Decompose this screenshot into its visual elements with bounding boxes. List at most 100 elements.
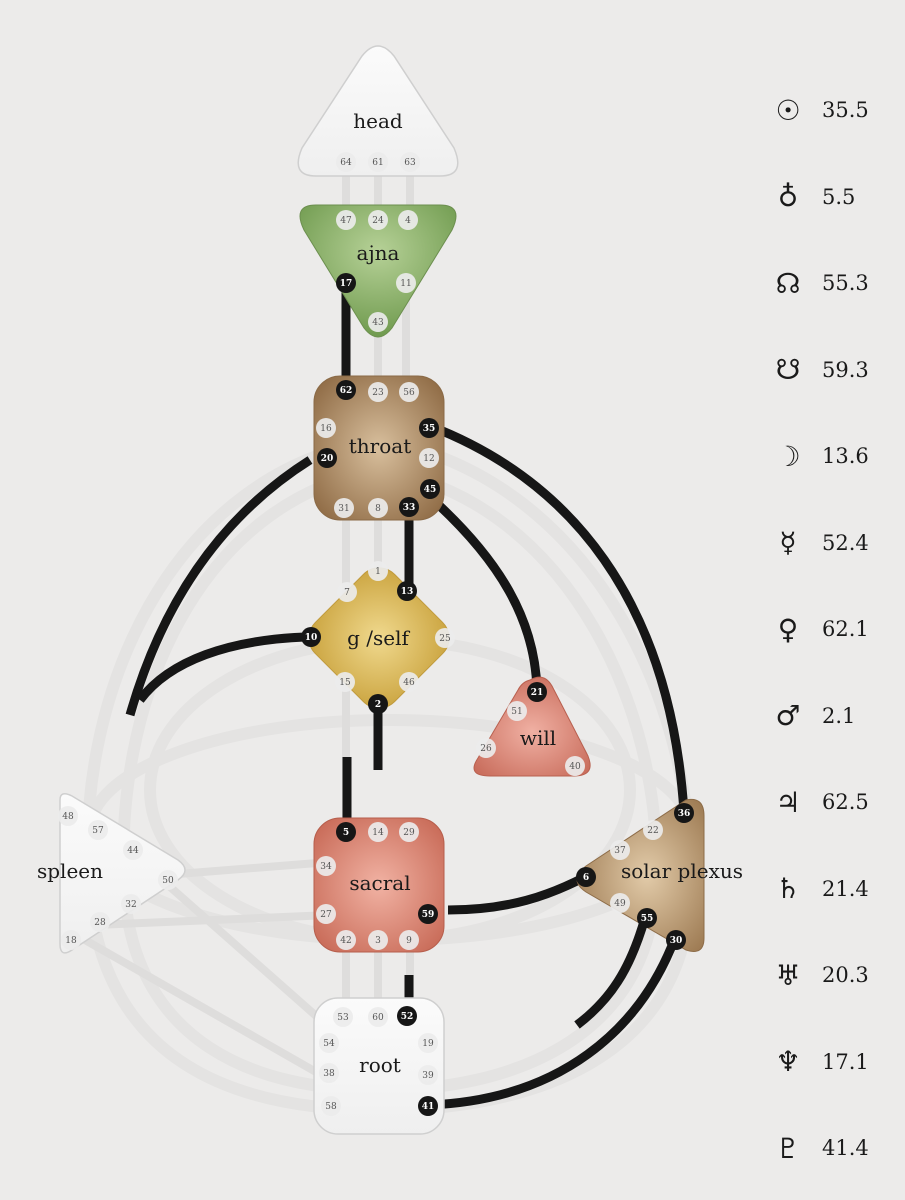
gate-50[interactable] [158,870,178,890]
gate-21-active[interactable] [527,682,547,702]
gate-45-active[interactable] [420,479,440,499]
gate-35-active[interactable] [419,418,439,438]
gate-64[interactable] [336,152,356,172]
gate-62-active[interactable] [336,380,356,400]
gate-37[interactable] [610,840,630,860]
gate-61[interactable] [368,152,388,172]
solar-plexus-center[interactable]: solar plexus [576,798,743,952]
gate-11[interactable] [396,273,416,293]
gate-24[interactable] [368,210,388,230]
gate-19[interactable] [418,1033,438,1053]
gate-label-50: 50 [162,876,174,886]
gate-label-29: 29 [403,828,415,838]
gate-39[interactable] [418,1065,438,1085]
planet-value: 55.3 [822,271,869,295]
planet-row: ♃62.5 [768,782,898,822]
gate-label-47: 47 [340,216,352,226]
gate-label-51: 51 [511,707,522,717]
gate-47[interactable] [336,210,356,230]
gate-4[interactable] [398,210,418,230]
bodygraph: head ajna throat g /self will spleen sac… [37,45,743,1135]
gate-43[interactable] [368,312,388,332]
gate-52-active[interactable] [397,1006,417,1026]
gate-label-34: 34 [320,862,332,872]
gate-16[interactable] [316,418,336,438]
planet-value: 52.4 [822,530,869,555]
gate-53[interactable] [333,1007,353,1027]
gate-14[interactable] [368,822,388,842]
gate-label-9: 9 [406,936,412,946]
sacral-center[interactable]: sacral [313,817,445,953]
gate-label-25: 25 [439,634,451,644]
gate-17-active[interactable] [336,273,356,293]
head-label: head [353,109,403,133]
sacral-label: sacral [349,871,410,895]
gate-42[interactable] [336,930,356,950]
gate-51[interactable] [507,701,527,721]
gate-60[interactable] [368,1007,388,1027]
gate-54[interactable] [319,1033,339,1053]
gate-63[interactable] [400,152,420,172]
gate-2-active[interactable] [368,694,388,714]
throat-label: throat [349,434,411,458]
gate-59-active[interactable] [418,904,438,924]
gate-49[interactable] [610,893,630,913]
gate-32[interactable] [121,894,141,914]
gate-22[interactable] [643,820,663,840]
gate-12[interactable] [419,448,439,468]
gate-34[interactable] [316,856,336,876]
gate-13-active[interactable] [397,581,417,601]
gate-label-60: 60 [372,1013,384,1023]
gate-3[interactable] [368,930,388,950]
ajna-label: ajna [357,241,400,265]
throat-center[interactable]: throat [313,375,445,521]
gate-55-active[interactable] [637,908,657,928]
gate-1[interactable] [368,561,388,581]
will-center[interactable]: will [473,676,591,777]
gate-30-active[interactable] [666,930,686,950]
g-self-center[interactable]: g /self [300,559,458,717]
gate-label-32: 32 [125,900,136,910]
gate-58[interactable] [321,1096,341,1116]
gate-57[interactable] [88,820,108,840]
gate-label-63: 63 [404,158,416,168]
gate-20-active[interactable] [317,448,337,468]
gate-9[interactable] [399,930,419,950]
planet-value: 41.4 [822,1136,869,1160]
gate-31[interactable] [334,498,354,518]
gate-label-5: 5 [343,828,349,838]
planet-value: 17.1 [822,1049,869,1074]
head-center[interactable]: head [297,45,459,177]
planet-value: 20.3 [822,963,869,987]
active-channels [125,283,689,1110]
gate-27[interactable] [316,904,336,924]
gate-label-46: 46 [403,678,415,688]
gate-28[interactable] [90,912,110,932]
mercury-icon: ☿ [779,526,797,559]
gate-36-active[interactable] [674,803,694,823]
ajna-center[interactable]: ajna [299,204,457,338]
gate-44[interactable] [123,840,143,860]
gate-56[interactable] [399,382,419,402]
gate-41-active[interactable] [418,1096,438,1116]
gate-25[interactable] [435,628,455,648]
gate-46[interactable] [399,672,419,692]
gate-38[interactable] [319,1063,339,1083]
planet-value: 2.1 [822,703,856,728]
gate-23[interactable] [368,382,388,402]
gate-15[interactable] [335,672,355,692]
gate-10-active[interactable] [301,627,321,647]
planet-value: 62.1 [822,617,869,641]
gate-26[interactable] [476,738,496,758]
gate-29[interactable] [399,822,419,842]
gate-40[interactable] [565,756,585,776]
gate-18[interactable] [61,930,81,950]
planet-value: 59.3 [822,357,869,382]
gate-8[interactable] [368,498,388,518]
root-center[interactable]: root [313,997,445,1135]
gate-5-active[interactable] [336,822,356,842]
gate-7[interactable] [337,582,357,602]
gate-33-active[interactable] [399,497,419,517]
gate-48[interactable] [58,806,78,826]
gate-6-active[interactable] [576,867,596,887]
